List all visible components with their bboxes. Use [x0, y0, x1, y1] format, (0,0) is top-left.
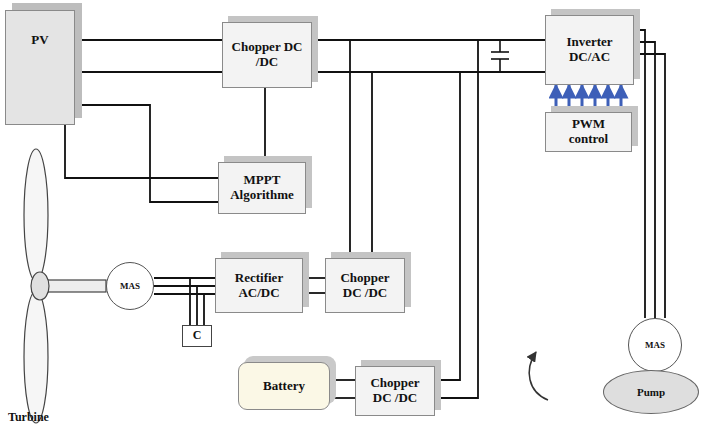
wire-line	[607, 85, 610, 112]
wind-turbine	[24, 149, 106, 423]
wire-line	[75, 105, 218, 202]
wire-line	[568, 85, 571, 112]
converter-box: Inverter DC/AC	[545, 15, 634, 85]
wire-line	[594, 85, 597, 112]
machine-circle: MAS	[106, 262, 154, 310]
wire-line	[303, 277, 325, 279]
part-label: Turbine	[8, 410, 49, 425]
wire-connector	[154, 278, 204, 325]
wire-line	[303, 292, 325, 294]
machine-circle: MAS	[628, 318, 682, 372]
node-text: Battery	[263, 379, 305, 394]
node-text: Pump	[637, 386, 665, 399]
rotation-arrow	[529, 352, 548, 400]
wire-line	[154, 294, 204, 325]
node-text: Chopper DC /DC	[360, 376, 430, 406]
wire-line	[555, 85, 558, 112]
node-text: Rectifier AC/DC	[220, 271, 298, 301]
wire-line	[65, 125, 218, 178]
wire-line	[154, 278, 190, 325]
wire-line	[154, 286, 197, 325]
node-text: Inverter DC/AC	[550, 35, 629, 65]
wire-line	[581, 85, 584, 112]
converter-box: Chopper DC /DC	[325, 258, 405, 313]
pump-shape: Pump	[603, 370, 699, 414]
wire-connector	[312, 40, 545, 72]
wire-line	[435, 40, 545, 398]
wire-line	[372, 72, 545, 258]
battery-box: Battery	[238, 362, 330, 410]
wire-connector	[65, 105, 218, 202]
wire-connector	[330, 380, 355, 398]
wire-line	[330, 397, 355, 399]
converter-box: Rectifier AC/DC	[215, 258, 303, 313]
wire-line	[330, 379, 355, 381]
controller-box: PWM control	[545, 112, 632, 152]
wire-line	[634, 30, 645, 318]
node-text: MAS	[645, 340, 665, 350]
wire-line	[634, 42, 655, 318]
wire-line	[634, 54, 665, 318]
wire-connector	[303, 278, 325, 293]
node-text: C	[193, 329, 202, 343]
node-text: Chopper DC /DC	[330, 271, 400, 301]
controller-box: MPPT Algorithme	[218, 162, 306, 214]
node-text: Chopper DC /DC	[227, 40, 307, 70]
wire-connector	[265, 88, 266, 162]
node-text: MAS	[120, 281, 140, 291]
node-text: PV	[31, 33, 48, 48]
wire-line	[75, 39, 222, 41]
wire-line	[264, 88, 266, 162]
converter-box: Chopper DC /DC	[355, 366, 435, 416]
dc-bus-capacitor	[491, 40, 509, 72]
pv-panel: PV	[5, 10, 75, 125]
wire-connector	[634, 30, 665, 318]
node-text: PWM control	[559, 117, 619, 147]
wire-line	[620, 85, 623, 112]
converter-box: Chopper DC /DC	[222, 22, 312, 88]
capacitor-box: C	[182, 325, 212, 347]
wire-connector	[75, 40, 222, 72]
wire-line	[75, 71, 222, 73]
wire-connector	[556, 85, 621, 112]
node-text: MPPT Algorithme	[223, 173, 301, 203]
wire-line	[435, 72, 545, 380]
wire-connector	[435, 40, 545, 398]
